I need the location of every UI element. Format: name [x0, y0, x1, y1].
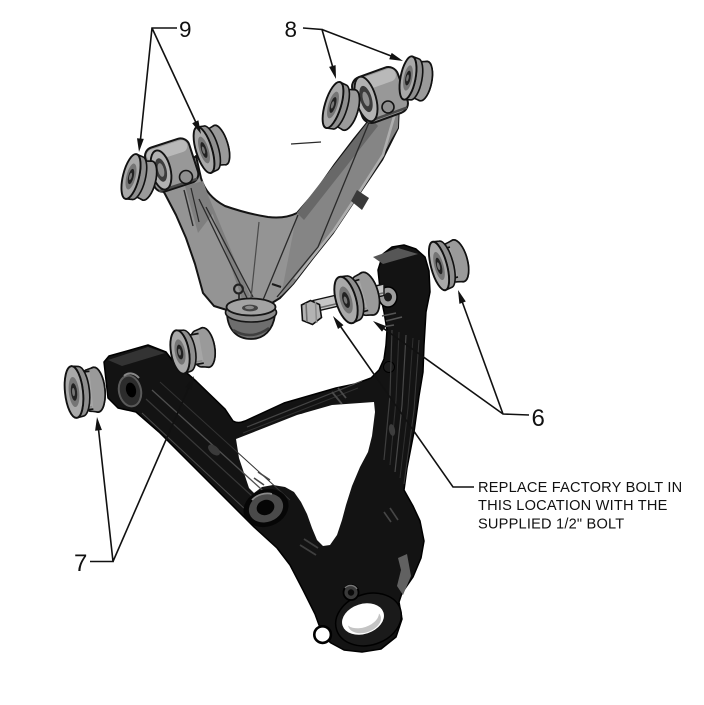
- svg-text:7: 7: [74, 550, 87, 577]
- svg-text:8: 8: [285, 17, 298, 42]
- svg-text:THIS LOCATION WITH THE: THIS LOCATION WITH THE: [478, 498, 668, 514]
- svg-text:9: 9: [179, 17, 192, 42]
- svg-text:REPLACE FACTORY BOLT IN: REPLACE FACTORY BOLT IN: [478, 480, 682, 496]
- svg-text:6: 6: [532, 405, 545, 432]
- svg-text:SUPPLIED 1/2" BOLT: SUPPLIED 1/2" BOLT: [478, 517, 624, 533]
